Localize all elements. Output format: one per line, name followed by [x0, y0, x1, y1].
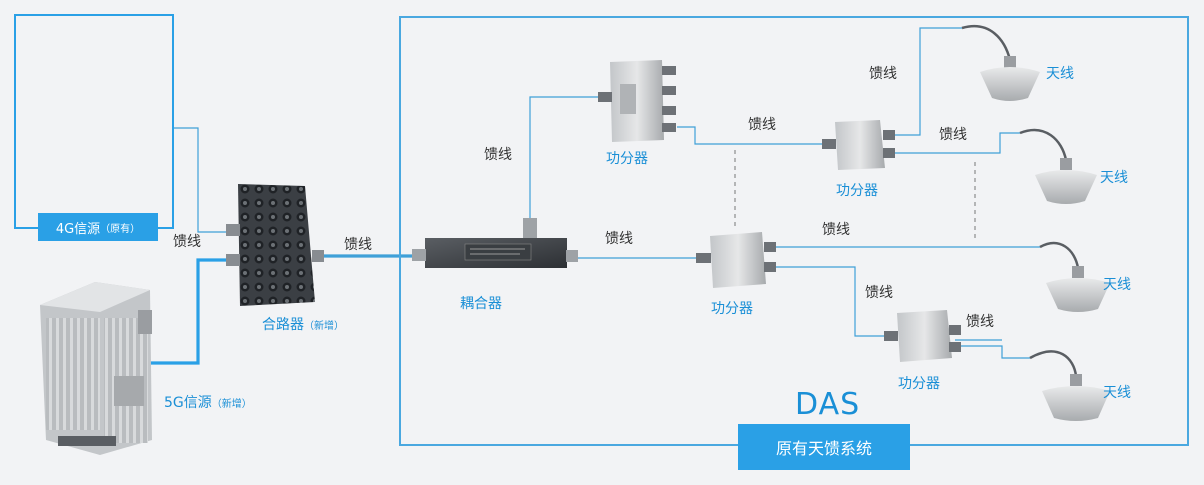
- splitter-a-device-image: [822, 120, 895, 170]
- feeder-label-combiner: 馈线: [344, 237, 372, 253]
- nr-source-label: 5G信源: [164, 395, 212, 411]
- feeder-coupler-to-splitter-top: [529, 96, 598, 227]
- feeder-label-antenna-4: 馈线: [966, 314, 994, 330]
- antenna-3-label: 天线: [1103, 277, 1131, 293]
- feeder-5g-to-combiner: [150, 258, 238, 365]
- nr-source-device-image: [40, 282, 152, 455]
- feeder-label-antenna-1: 馈线: [869, 66, 897, 82]
- combiner-caption: 合路器（新增）: [262, 318, 344, 332]
- lte-source-label: 4G信源: [55, 221, 101, 237]
- combiner-label: 合路器: [262, 317, 304, 333]
- antenna-3-image: [1039, 241, 1110, 312]
- antenna-1-image: [961, 25, 1040, 101]
- antenna-4-label: 天线: [1103, 385, 1131, 401]
- feeder-a-to-antenna-2: [890, 132, 1020, 154]
- antenna-2-image: [1019, 128, 1097, 204]
- feeder-splitter-top-to-a: [677, 126, 823, 145]
- feeder-label-coupler-right: 馈线: [605, 231, 633, 247]
- coupler-device-image: [412, 218, 578, 268]
- feeder-lines: [150, 27, 1040, 359]
- splitter-top-device-image: [598, 60, 676, 142]
- feeder-label-coupler-up: 馈线: [484, 147, 512, 163]
- lte-source-frame: [14, 14, 174, 229]
- splitter-top-label: 功分器: [606, 151, 648, 167]
- feeder-label-antenna-2: 馈线: [939, 127, 967, 143]
- antenna-1-label: 天线: [1046, 66, 1074, 82]
- feeder-mid-to-c: [775, 266, 890, 337]
- feeder-4g-to-combiner: [150, 127, 238, 233]
- splitter-c-device-image: [884, 310, 961, 362]
- combiner-device-image: [226, 184, 324, 306]
- lte-source-note: （原有）: [100, 223, 141, 235]
- coupler-label: 耦合器: [460, 296, 502, 312]
- lte-source-tag: 4G信源（原有）: [38, 213, 158, 241]
- feeder-label-splitter-c: 馈线: [865, 285, 893, 301]
- antenna-4-image: [1029, 350, 1110, 421]
- feeder-a-to-antenna-1: [890, 27, 962, 136]
- splitter-c-label: 功分器: [898, 376, 940, 392]
- splitter-a-label: 功分器: [836, 183, 878, 199]
- feeder-c-out: [946, 345, 1030, 359]
- combiner-note: （新增）: [304, 321, 344, 332]
- nr-source-caption: 5G信源（新增）: [164, 396, 252, 410]
- splitter-mid-label: 功分器: [711, 301, 753, 317]
- nr-source-note: （新增）: [211, 399, 252, 410]
- das-title: DAS: [795, 387, 861, 422]
- feeder-label-4g: 馈线: [173, 234, 201, 250]
- feeder-label-antenna-3: 馈线: [822, 222, 850, 238]
- antenna-2-label: 天线: [1100, 170, 1128, 186]
- das-system-tag: 原有天馈系统: [738, 424, 910, 470]
- feeder-label-splitter-top: 馈线: [748, 117, 776, 133]
- splitter-mid-device-image: [696, 232, 776, 288]
